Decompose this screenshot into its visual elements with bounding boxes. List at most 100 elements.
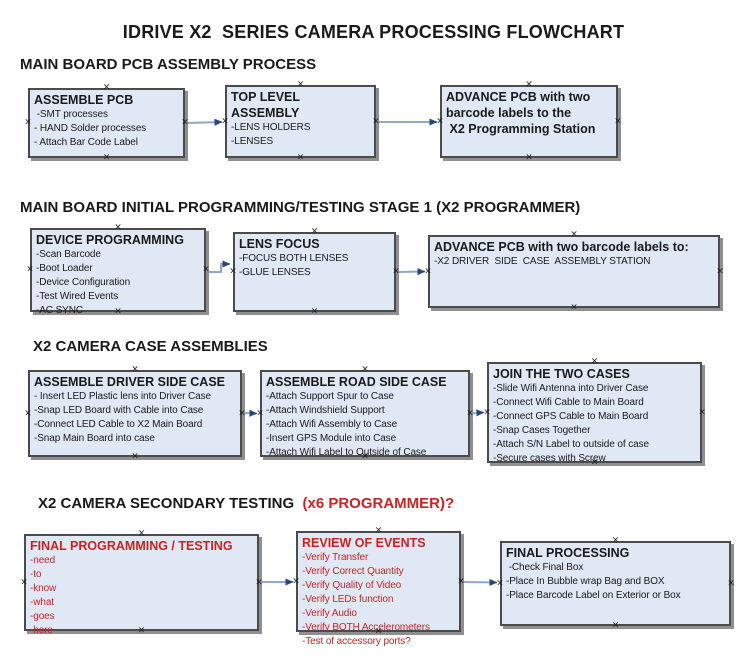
box-title: REVIEW OF EVENTS <box>302 536 426 550</box>
connection-point-icon: × <box>256 408 264 418</box>
flow-box-advance-pcb-programming-station: ADVANCE PCB with two barcode labels to t… <box>440 85 618 158</box>
box-item: -what <box>30 597 54 608</box>
box-item: -Check Final Box <box>506 562 584 573</box>
connection-point-icon: × <box>611 620 620 631</box>
box-item: -Snap Main Board into case <box>34 433 155 444</box>
box-title: JOIN THE TWO CASES <box>493 367 630 381</box>
arrow-review-to-finalproc <box>462 578 498 586</box>
box-title: FINAL PROGRAMMING / TESTING <box>30 539 233 553</box>
connection-point-icon: × <box>614 116 622 126</box>
section-heading-initial-programming: MAIN BOARD INITIAL PROGRAMMING/TESTING S… <box>20 199 581 216</box>
box-item: -AC SYNC <box>36 305 83 316</box>
connection-point-icon: × <box>392 266 400 277</box>
box-title: DEVICE PROGRAMMING <box>36 233 184 247</box>
box-items: -LENS HOLDERS -LENSES <box>231 121 371 149</box>
section-heading-secondary-testing: X2 CAMERA SECONDARY TESTING (x6 PROGRAMM… <box>38 495 454 512</box>
box-item: - HAND Solder processes <box>34 123 147 134</box>
box-item: -know <box>30 583 57 594</box>
box-title: ASSEMBLE DRIVER SIDE CASE <box>34 375 226 389</box>
box-title: ADVANCE PCB with two barcode labels to: <box>434 240 689 254</box>
connection-point-icon: × <box>20 577 28 587</box>
connection-point-icon: × <box>114 222 122 233</box>
connection-point-icon: × <box>466 408 474 418</box>
connection-point-icon: × <box>570 302 578 313</box>
connection-point-icon: × <box>361 364 369 375</box>
heading-black-part: X2 CAMERA SECONDARY TESTING <box>38 495 299 512</box>
connection-point-icon: × <box>221 116 229 126</box>
box-item: -need <box>30 555 56 566</box>
box-item: -GLUE LENSES <box>239 267 311 278</box>
connection-point-icon: × <box>137 625 146 636</box>
box-item: -Secure cases with Screw <box>493 453 606 464</box>
box-items: -Verify Transfer-Verify Correct Quantity… <box>302 551 456 649</box>
connection-point-icon: × <box>525 79 533 90</box>
connection-point-icon: × <box>570 229 578 240</box>
box-item: -Attach Support Spur to Case <box>266 391 394 402</box>
box-item: -Snap Cases Together <box>493 425 591 436</box>
connection-point-icon: × <box>102 152 111 163</box>
box-title: TOP LEVEL ASSEMBLY <box>231 90 303 120</box>
box-title: ASSEMBLE ROAD SIDE CASE <box>266 375 447 389</box>
connection-point-icon: × <box>296 79 305 90</box>
box-items: -need-to-know-what-goes-here <box>30 554 254 638</box>
connection-point-icon: × <box>24 408 32 418</box>
box-item: -Slide Wifi Antenna into Driver Case <box>493 383 649 394</box>
connection-point-icon: × <box>114 306 122 317</box>
box-item: -Attach Wifi Label to Outside of Case <box>266 447 427 458</box>
box-item: -goes <box>30 611 55 622</box>
arrow-device-to-lensfocus <box>208 260 231 273</box>
connection-point-icon: × <box>590 457 599 468</box>
box-items: -X2 DRIVER SIDE CASE ASSEMBLY STATION <box>434 255 715 269</box>
flow-box-top-level-assembly: TOP LEVEL ASSEMBLY -LENS HOLDERS -LENSES <box>225 85 376 158</box>
box-item: - Insert LED Plastic lens into Driver Ca… <box>34 391 211 402</box>
connection-point-icon: × <box>202 264 210 275</box>
connection-point-icon: × <box>292 576 300 586</box>
box-item: -Test of accessory ports? <box>302 636 411 647</box>
flow-box-final-processing: FINAL PROCESSING -Check Final Box-Place … <box>500 541 731 626</box>
box-items: -Attach Support Spur to Case -Attach Wind… <box>266 390 465 460</box>
flow-box-join-the-two-cases: JOIN THE TWO CASES -Slide Wifi Antenna i… <box>487 362 702 466</box>
connection-point-icon: × <box>238 408 246 418</box>
connection-point-icon: × <box>131 451 139 462</box>
box-item: -Attach Wifi Assembly to Case <box>266 419 398 430</box>
arrow-lensfocus-to-advance2 <box>397 268 426 276</box>
box-items: -Slide Wifi Antenna into Driver Case-Con… <box>493 382 697 466</box>
box-item: -Verify BOTH Accelerometers <box>302 622 430 633</box>
box-item: -Device Configuration <box>36 277 131 288</box>
connection-point-icon: × <box>310 226 319 237</box>
page-title: IDRIVE X2 SERIES CAMERA PROCESSING FLOWC… <box>122 22 625 42</box>
box-item: - Attach Bar Code Label <box>34 137 138 148</box>
box-item: -LENS HOLDERS <box>231 122 311 133</box>
box-items: -Scan Barcode-Boot Loader-Device Configu… <box>36 248 201 318</box>
flow-box-lens-focus: LENS FOCUS -FOCUS BOTH LENSES-GLUE LENSE… <box>233 232 396 312</box>
box-items: -FOCUS BOTH LENSES-GLUE LENSES <box>239 252 391 280</box>
flow-box-assemble-driver-side-case: ASSEMBLE DRIVER SIDE CASE - Insert LED P… <box>28 370 242 457</box>
box-items: - Insert LED Plastic lens into Driver Ca… <box>34 390 237 446</box>
connection-point-icon: × <box>457 576 465 586</box>
connection-point-icon: × <box>137 528 146 539</box>
box-item: -SMT processes <box>34 109 108 120</box>
box-item: -Boot Loader <box>36 263 93 274</box>
connection-point-icon: × <box>255 577 263 587</box>
box-item: -Attach Windshield Support <box>266 405 385 416</box>
box-item: -Insert GPS Module into Case <box>266 433 397 444</box>
arrow-road-to-join <box>471 409 485 417</box>
flow-box-advance-pcb-driver-side-station: ADVANCE PCB with two barcode labels to: … <box>428 235 720 308</box>
connection-point-icon: × <box>374 525 383 536</box>
box-item: -Verify LEDs function <box>302 594 394 605</box>
box-title: LENS FOCUS <box>239 237 320 251</box>
connection-point-icon: × <box>436 116 444 126</box>
box-item: -LENSES <box>231 136 274 147</box>
connection-point-icon: × <box>310 306 319 317</box>
connection-point-icon: × <box>296 152 305 163</box>
box-item: -Verify Transfer <box>302 552 369 563</box>
box-item: -X2 DRIVER SIDE CASE ASSEMBLY STATION <box>434 256 651 267</box>
flow-box-final-programming-testing: FINAL PROGRAMMING / TESTING -need-to-kno… <box>24 534 259 636</box>
connection-point-icon: × <box>24 117 32 128</box>
connection-point-icon: × <box>727 578 735 588</box>
connection-point-icon: × <box>374 626 383 637</box>
box-item: -Connect LED Cable to X2 Main Board <box>34 419 203 430</box>
box-item: -Place Barcode Label on Exterior or Box <box>506 590 681 601</box>
flow-box-assemble-road-side-case: ASSEMBLE ROAD SIDE CASE -Attach Support … <box>260 370 470 460</box>
